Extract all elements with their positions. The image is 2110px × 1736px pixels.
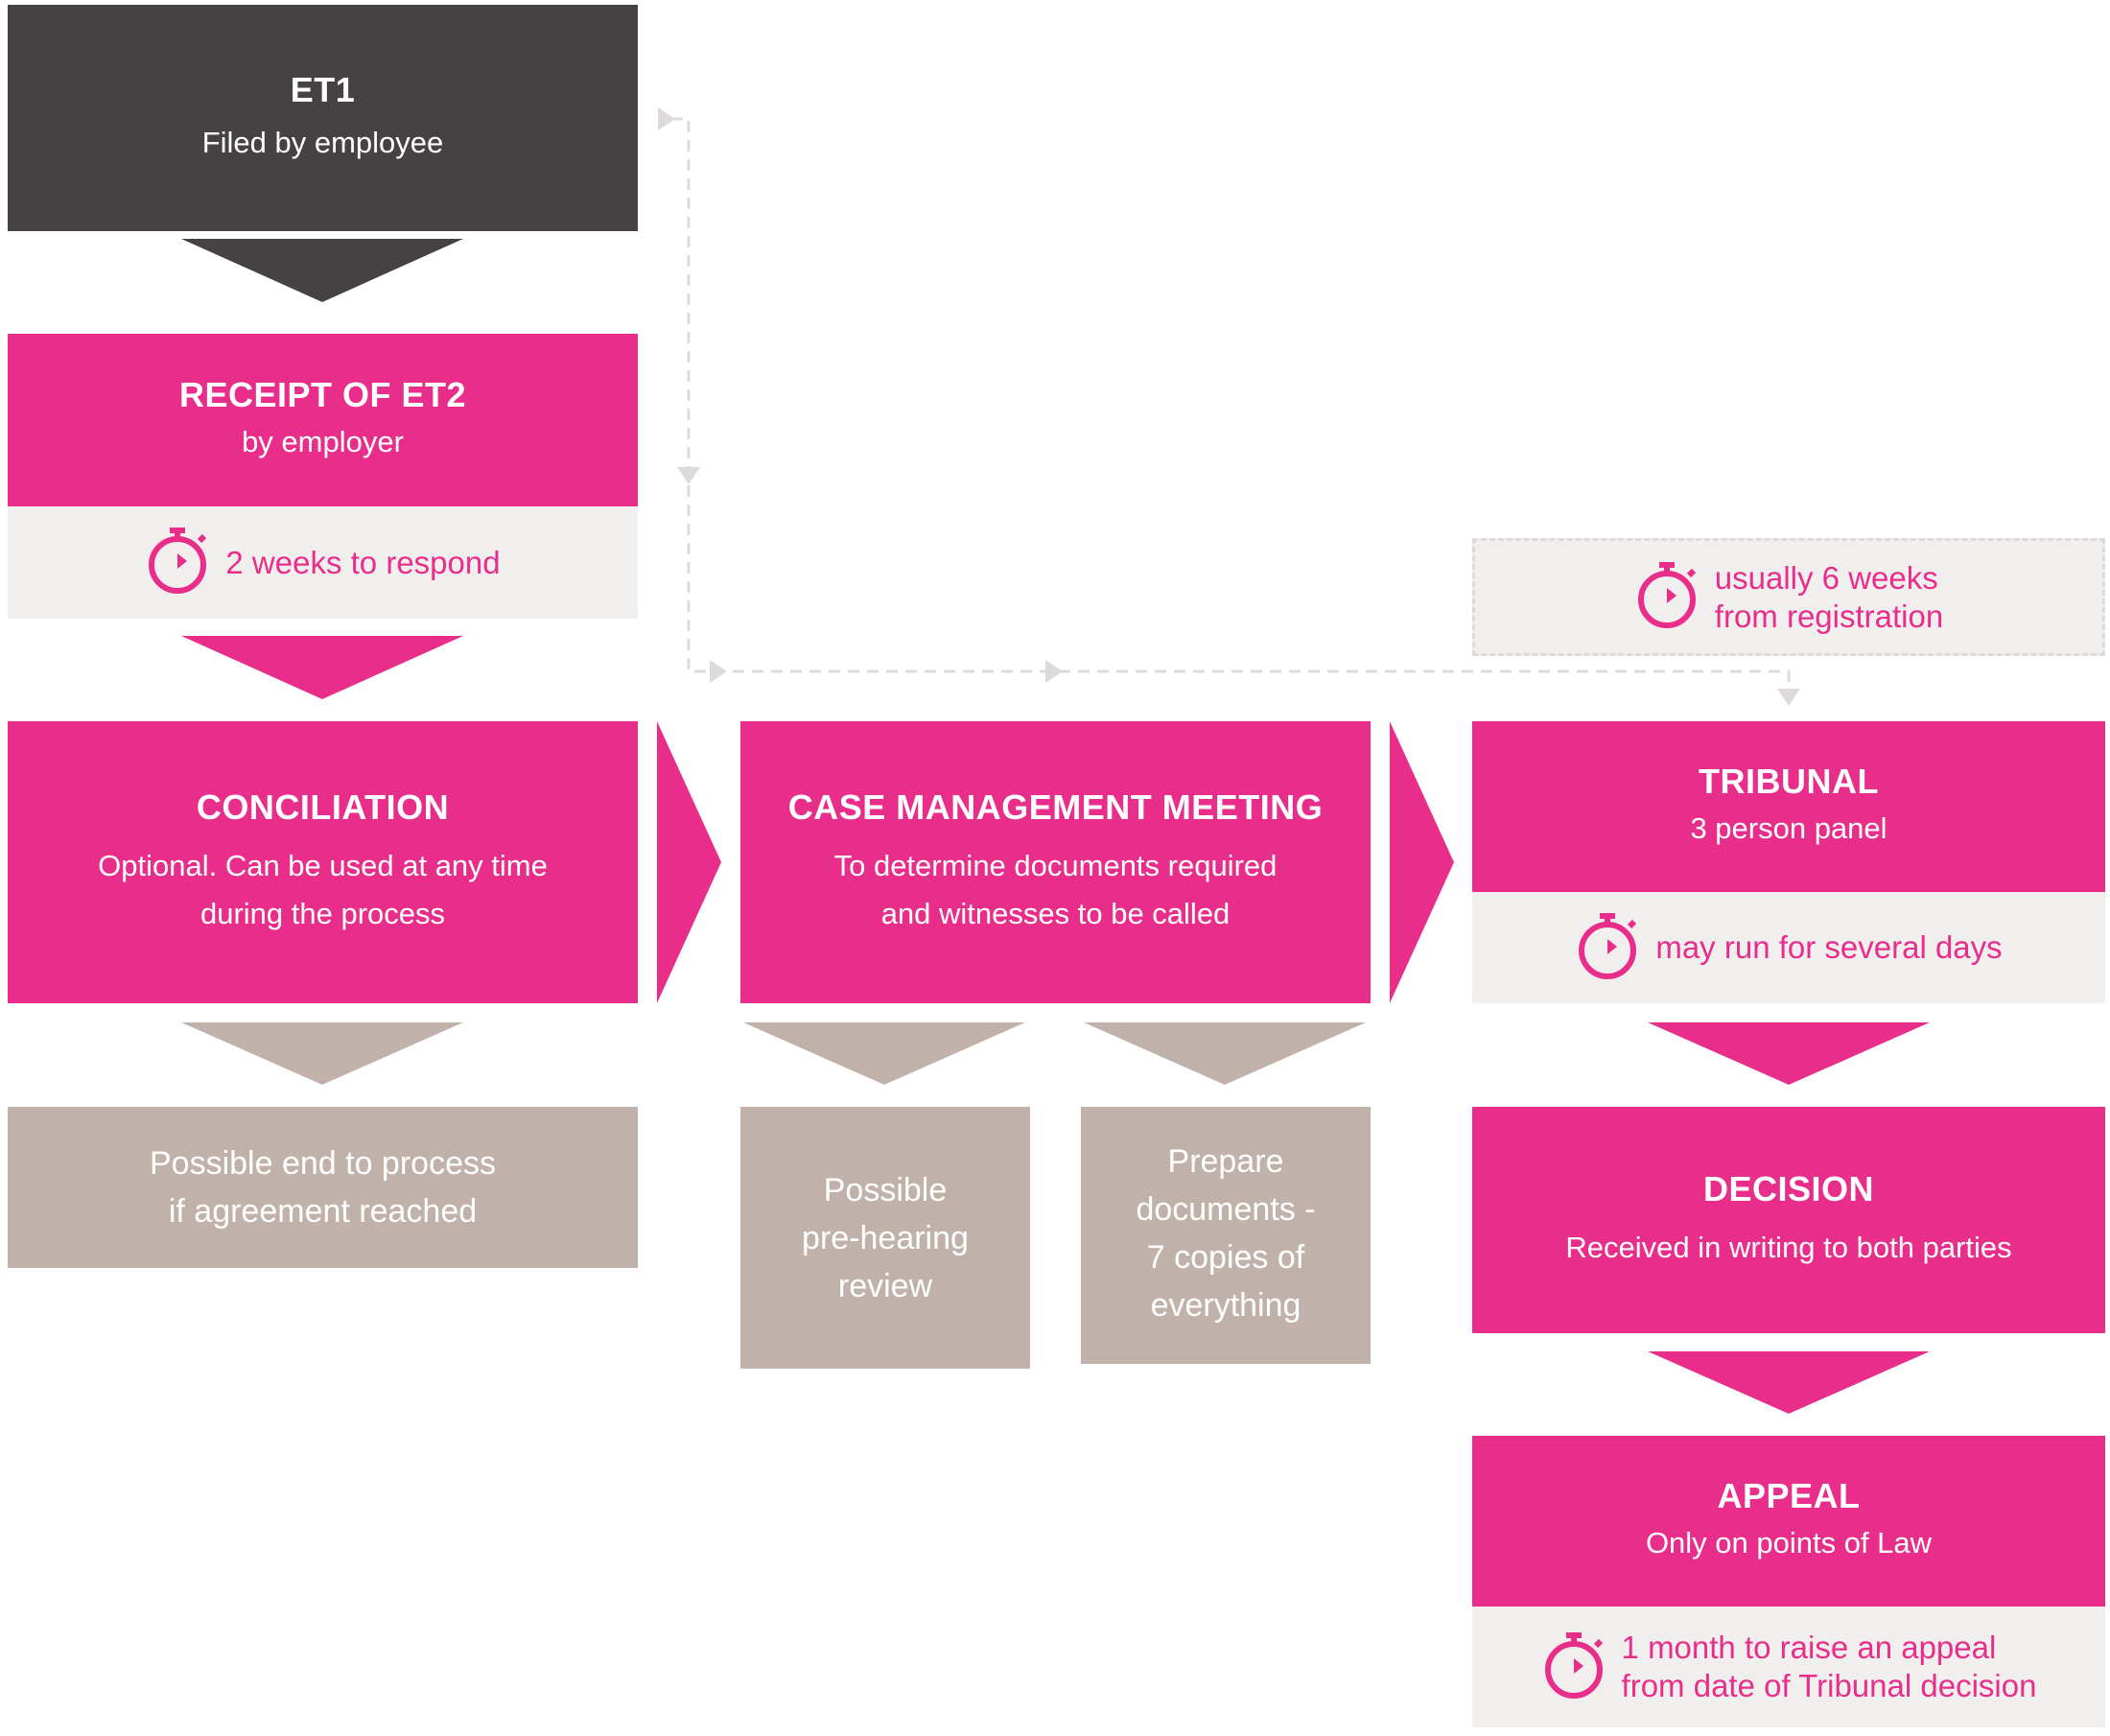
cmm-box: CASE MANAGEMENT MEETING To determine doc… <box>740 721 1371 1003</box>
appeal-title: APPEAL <box>1717 1476 1861 1516</box>
prehearing-box: Possible pre-hearing review <box>740 1107 1030 1369</box>
dashed-route <box>671 117 1791 691</box>
cmm-title: CASE MANAGEMENT MEETING <box>787 787 1324 828</box>
et2-box: RECEIPT OF ET2 by employer <box>8 334 638 506</box>
dashed-arrow-right-1 <box>710 660 727 683</box>
conciliation-outcome-box: Possible end to process if agreement rea… <box>8 1107 638 1268</box>
dashed-arrow-right-top <box>658 107 675 130</box>
arrow-down-tribunal <box>1648 1022 1930 1085</box>
conciliation-title: CONCILIATION <box>196 787 450 828</box>
prehearing-line-2: pre-hearing <box>802 1219 969 1256</box>
et1-title: ET1 <box>290 70 356 110</box>
arrow-right-conciliation <box>657 721 721 1003</box>
prehearing-line-1: Possible <box>823 1171 948 1208</box>
registration-line-1: usually 6 weeks <box>1714 559 1938 596</box>
stopwatch-icon <box>1541 1630 1608 1705</box>
et2-timer-row: 2 weeks to respond <box>145 525 501 600</box>
dashed-arrowheads <box>658 107 1800 706</box>
arrow-down-et2 <box>181 636 463 699</box>
appeal-timer-line-1: 1 month to raise an appeal <box>1621 1630 1997 1665</box>
et1-box: ET1 Filed by employee <box>8 5 638 231</box>
conciliation-line-1: Optional. Can be used at any time <box>98 848 548 882</box>
registration-timer-row: usually 6 weeks from registration <box>1634 559 1943 636</box>
appeal-subtitle: Only on points of Law <box>1645 1525 1933 1560</box>
appeal-box: APPEAL Only on points of Law <box>1472 1436 2105 1607</box>
appeal-timer-text: 1 month to raise an appeal from date of … <box>1622 1629 2037 1705</box>
registration-line-2: from registration <box>1714 598 1944 634</box>
stopwatch-icon <box>145 525 212 600</box>
registration-note-box: usually 6 weeks from registration <box>1472 538 2105 656</box>
prepare-line-3: 7 copies of <box>1146 1239 1305 1276</box>
decision-box: DECISION Received in writing to both par… <box>1472 1107 2105 1333</box>
et2-title: RECEIPT OF ET2 <box>178 375 467 415</box>
conciliation-box: CONCILIATION Optional. Can be used at an… <box>8 721 638 1003</box>
prepare-box: Prepare documents - 7 copies of everythi… <box>1081 1107 1371 1364</box>
prepare-line-4: everything <box>1150 1287 1301 1324</box>
et1-subtitle: Filed by employee <box>201 125 444 159</box>
arrow-down-prehearing <box>743 1022 1025 1085</box>
tribunal-subtitle: 3 person panel <box>1690 810 1887 845</box>
conciliation-line-2: during the process <box>199 896 446 930</box>
arrow-down-prepare <box>1084 1022 1366 1085</box>
tribunal-timer-text: may run for several days <box>1655 929 2003 965</box>
stopwatch-icon <box>1575 910 1642 986</box>
stopwatch-icon <box>1634 559 1701 635</box>
registration-timer-text: usually 6 weeks from registration <box>1715 559 1943 636</box>
appeal-timer-line-2: from date of Tribunal decision <box>1621 1668 2037 1703</box>
prepare-line-2: documents - <box>1136 1191 1316 1228</box>
prehearing-line-3: review <box>837 1267 933 1304</box>
dashed-arrow-down-mid <box>677 467 700 484</box>
cmm-description: To determine documents required and witn… <box>834 842 1278 938</box>
tribunal-timer-row: may run for several days <box>1575 910 2003 986</box>
conciliation-description: Optional. Can be used at any time during… <box>98 842 548 938</box>
appeal-timer-box: 1 month to raise an appeal from date of … <box>1472 1607 2105 1727</box>
et2-timer-box: 2 weeks to respond <box>8 506 638 619</box>
conciliation-outcome-line-2: if agreement reached <box>168 1193 478 1230</box>
dashed-path <box>671 117 1791 691</box>
dashed-arrow-down-tribunal <box>1777 689 1800 706</box>
cmm-line-1: To determine documents required <box>833 848 1278 882</box>
arrow-right-cmm <box>1390 721 1454 1003</box>
tribunal-timer-box: may run for several days <box>1472 892 2105 1003</box>
et2-timer-text: 2 weeks to respond <box>225 544 501 580</box>
prepare-line-1: Prepare <box>1167 1143 1284 1180</box>
arrow-down-et1 <box>181 239 463 302</box>
tribunal-title: TRIBUNAL <box>1699 762 1879 802</box>
appeal-timer-row: 1 month to raise an appeal from date of … <box>1541 1629 2037 1705</box>
decision-subtitle: Received in writing to both parties <box>1565 1230 2012 1264</box>
et2-subtitle: by employer <box>242 424 404 458</box>
decision-title: DECISION <box>1702 1169 1875 1209</box>
arrow-down-decision <box>1648 1351 1930 1414</box>
cmm-line-2: and witnesses to be called <box>880 896 1231 930</box>
arrow-down-conciliation <box>181 1022 463 1085</box>
conciliation-outcome-line-1: Possible end to process <box>150 1145 496 1182</box>
dashed-arrow-right-2 <box>1045 660 1063 683</box>
tribunal-box: TRIBUNAL 3 person panel <box>1472 721 2105 892</box>
